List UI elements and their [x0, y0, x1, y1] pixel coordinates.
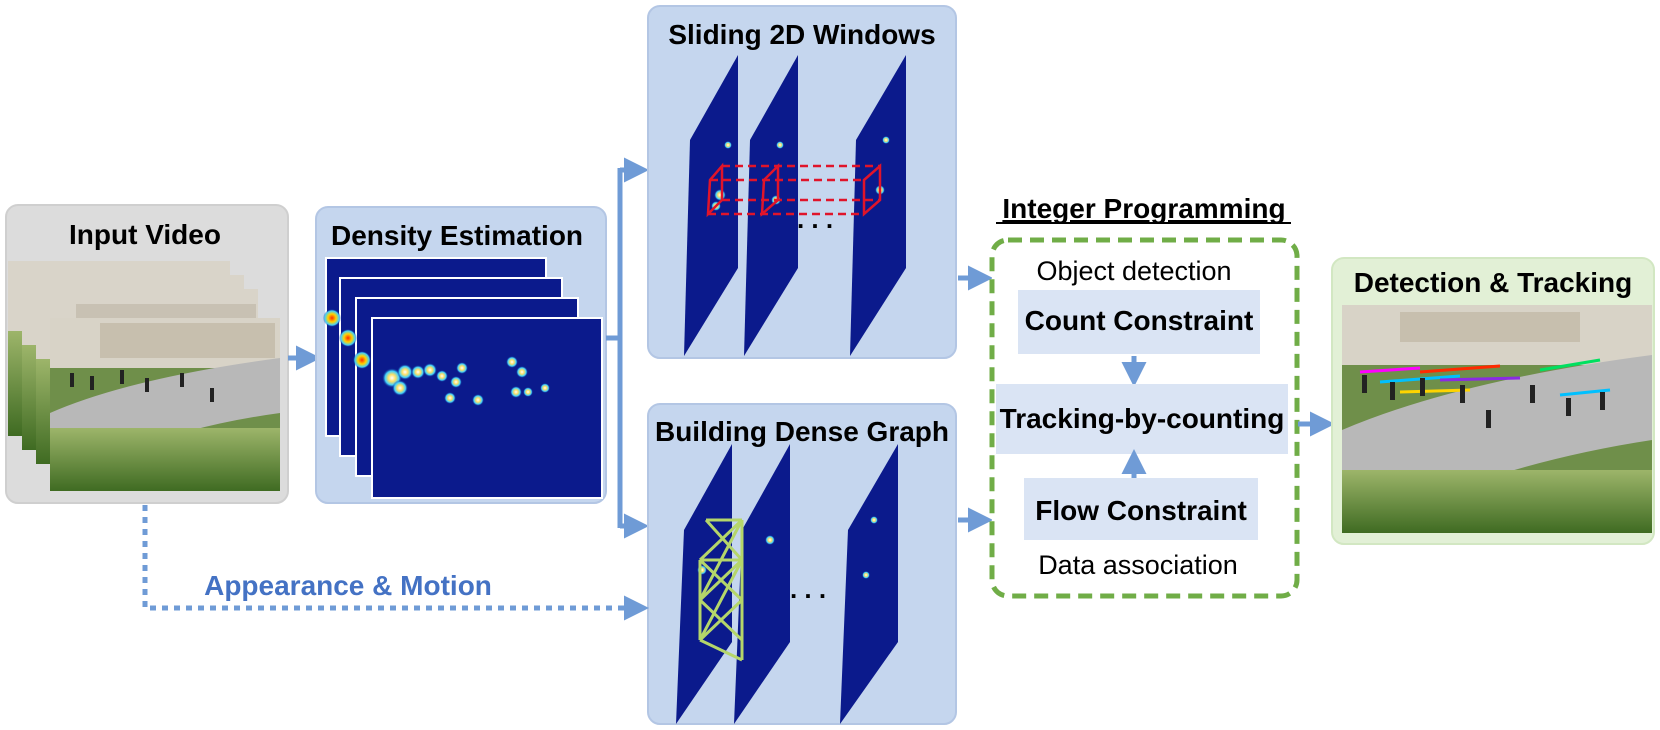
sliding-windows-panel: Sliding 2D Windows . . .	[647, 5, 957, 359]
detection-tracking-panel: Detection & Tracking	[1331, 257, 1655, 545]
tracking-result-frame	[1342, 305, 1652, 533]
input-video-panel: Input Video	[5, 204, 289, 504]
dense-graph-ellipsis: . . .	[790, 574, 826, 604]
integer-programming-block: Integer Programming Object detection Cou…	[989, 193, 1300, 599]
data-association-label: Data association	[1038, 550, 1238, 580]
flow-constraint-box	[1024, 478, 1258, 540]
tracking-by-counting-box	[996, 384, 1288, 454]
density-estimation-panel: Density Estimation	[315, 206, 607, 504]
dense-graph-panel: Building Dense Graph . . .	[647, 403, 957, 725]
tracking-trajectories	[1359, 358, 1611, 397]
tracking-by-counting-label: Tracking-by-counting	[1000, 403, 1285, 434]
dense-graph-planes	[676, 444, 898, 724]
arrow-density-fork	[606, 157, 649, 539]
sliding-window-cuboids	[706, 162, 882, 218]
integer-programming-heading: Integer Programming	[1002, 193, 1285, 224]
appearance-motion-label: Appearance & Motion	[204, 570, 492, 601]
video-frame-stack	[8, 261, 280, 491]
sliding-ellipsis: . . .	[797, 204, 833, 234]
video-frame-front	[50, 318, 280, 491]
dense-graph-edges	[698, 518, 744, 662]
density-blobs	[382, 356, 550, 406]
input-video-title: Input Video	[69, 219, 221, 250]
density-estimation-title: Density Estimation	[331, 220, 583, 251]
appearance-motion-connector: Appearance & Motion	[142, 505, 649, 621]
dense-graph-title: Building Dense Graph	[655, 416, 949, 447]
object-detection-label: Object detection	[1036, 256, 1231, 286]
count-constraint-label: Count Constraint	[1025, 305, 1254, 336]
sliding-windows-title: Sliding 2D Windows	[668, 19, 935, 50]
flow-constraint-label: Flow Constraint	[1035, 495, 1247, 526]
detection-tracking-title: Detection & Tracking	[1354, 267, 1633, 298]
count-constraint-box	[1018, 290, 1260, 354]
density-map-stack	[323, 257, 603, 499]
